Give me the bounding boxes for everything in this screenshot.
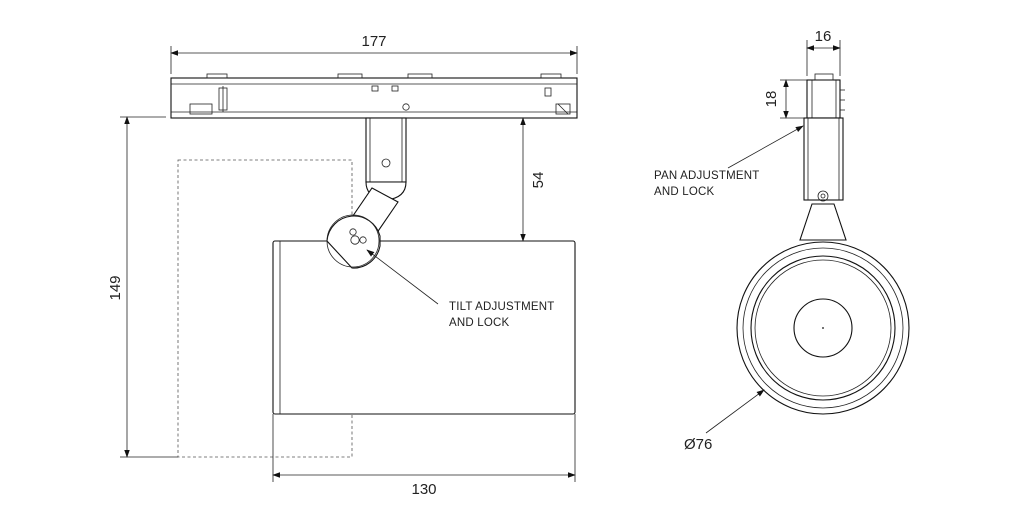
stem (365, 117, 407, 201)
diameter-callout: Ø76 (684, 389, 765, 453)
pan-note-line1: PAN ADJUSTMENT (654, 170, 759, 182)
pan-callout: PAN ADJUSTMENT AND LOCK (654, 125, 804, 198)
dimension-top-height: 18 (763, 79, 807, 119)
lamp-body (272, 240, 576, 415)
track-adapter (170, 73, 578, 119)
pan-note-line2: AND LOCK (654, 186, 715, 198)
dim-height-label: 149 (107, 275, 124, 300)
dimension-length: 177 (170, 33, 578, 74)
tilt-note-line1: TILT ADJUSTMENT (449, 301, 554, 313)
adapter-end-view (806, 73, 845, 119)
dimension-offset: 54 (520, 117, 547, 242)
tilt-pivot (326, 214, 381, 269)
front-view: 16 18 PAN ADJUSTMENT AND LOCK Ø76 (654, 28, 910, 453)
dim-top-width-label: 16 (815, 28, 832, 45)
dim-length-label: 177 (361, 33, 386, 50)
tilted-body-outline (177, 159, 353, 458)
dimension-body-length: 130 (272, 414, 576, 498)
tilt-note-line2: AND LOCK (449, 317, 510, 329)
dimension-top-width: 16 (806, 28, 841, 76)
dim-diameter-label: Ø76 (684, 436, 712, 453)
front-stem (799, 117, 847, 241)
side-view: 177 149 54 130 TILT ADJUSTMENT AND LOCK (107, 33, 578, 498)
tilt-callout: TILT ADJUSTMENT AND LOCK (366, 249, 554, 329)
dim-top-height-label: 18 (763, 91, 780, 108)
dimension-height: 149 (107, 116, 178, 458)
lamp-front (736, 241, 910, 415)
dim-offset-label: 54 (530, 172, 547, 189)
dim-body-length-label: 130 (411, 481, 436, 498)
